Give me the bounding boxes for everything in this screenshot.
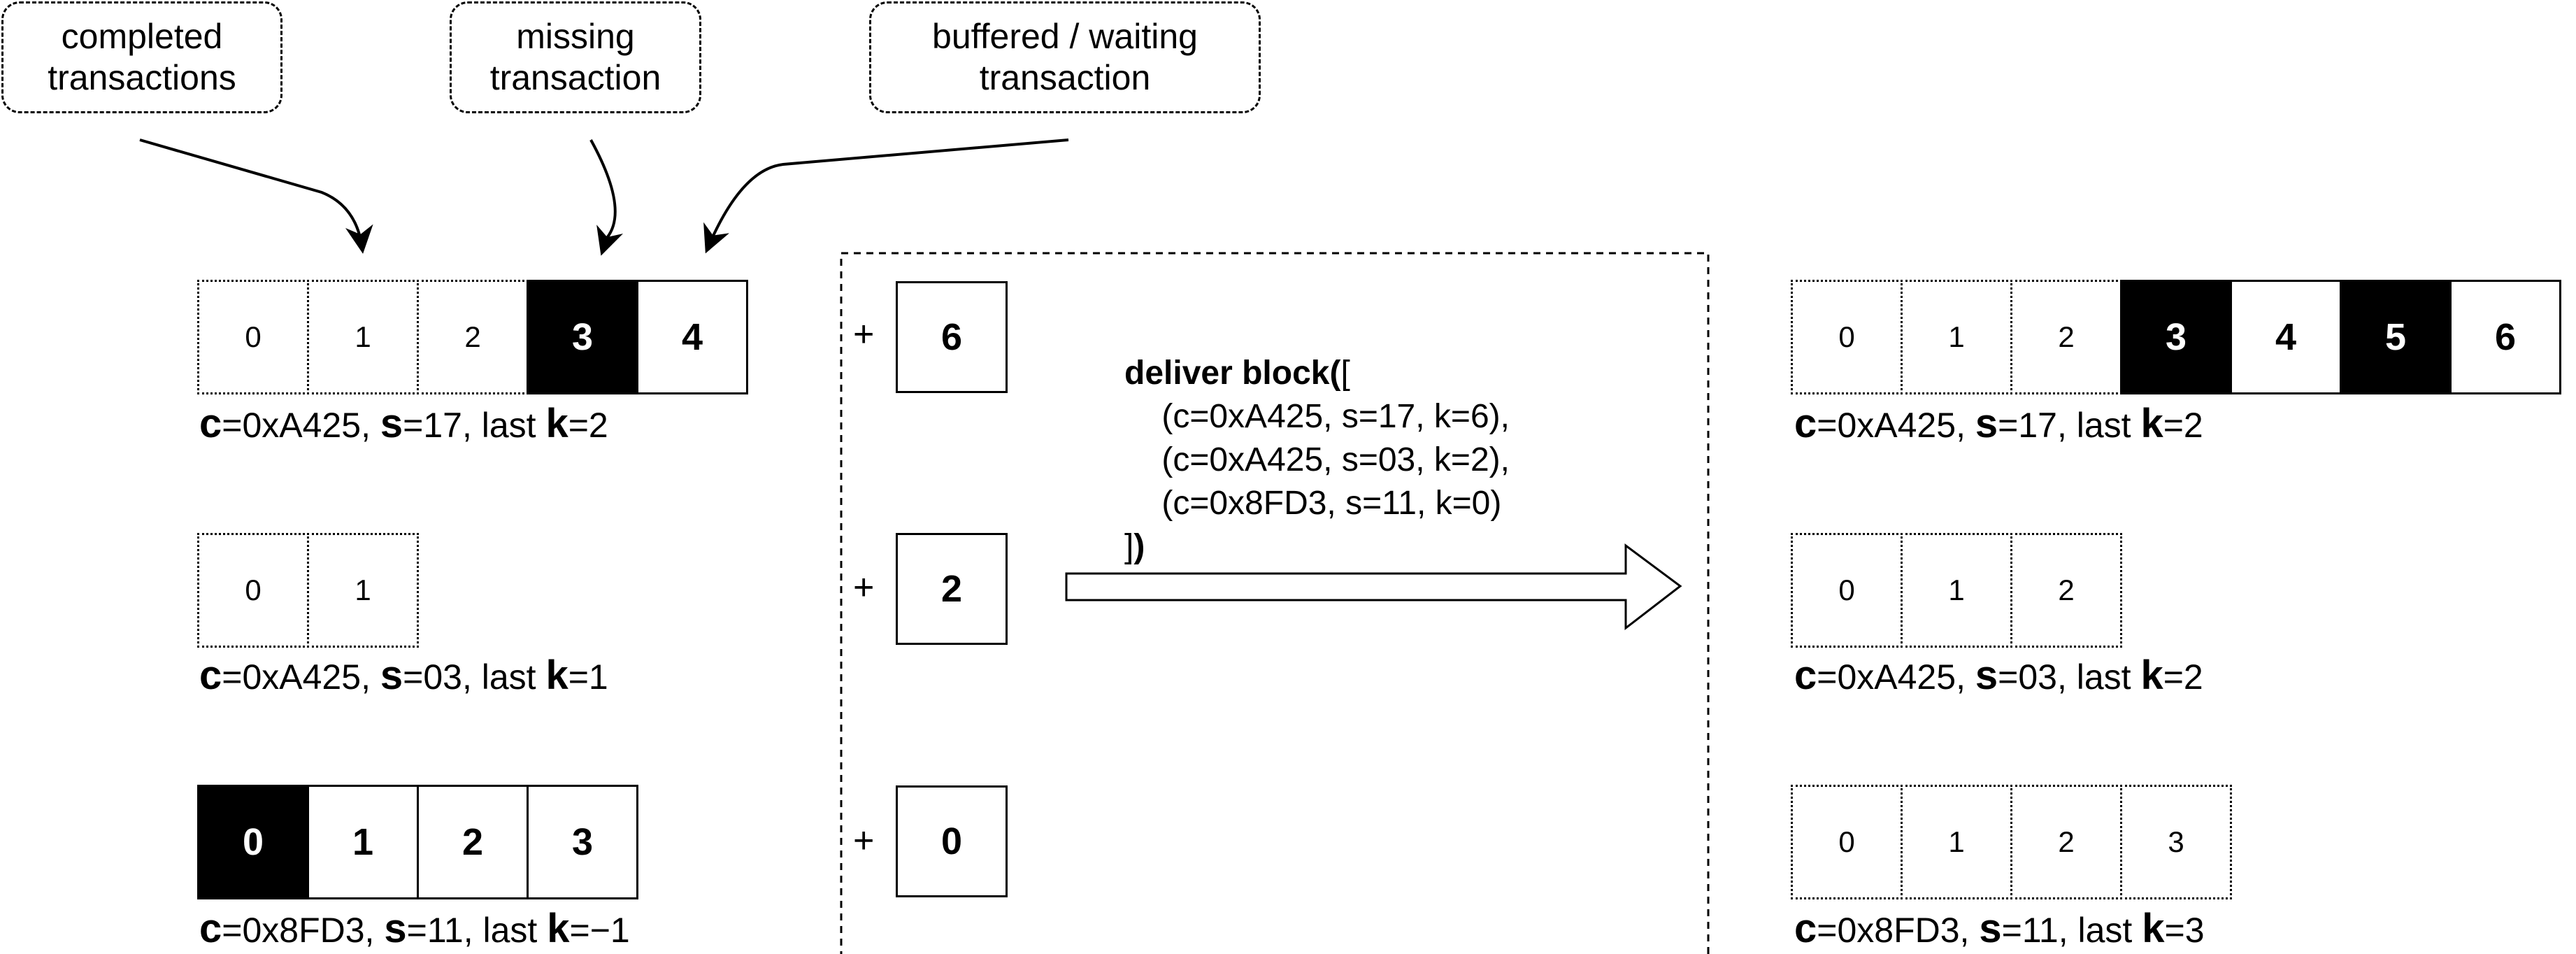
cell: 1 — [1901, 533, 2012, 648]
cell: 2 — [417, 280, 529, 394]
cell: 1 — [307, 280, 419, 394]
cell: 1 — [1901, 785, 2012, 899]
deliver-block-function: deliver block( — [1124, 355, 1341, 392]
deliver-arrow — [1065, 543, 1682, 631]
arrow-completed-to-cell — [139, 138, 373, 254]
callout-completed-transactions: completed transactions — [1, 1, 282, 113]
plus-sign: + — [853, 567, 875, 608]
cell: 1 — [307, 533, 419, 648]
incoming-transaction-box: 0 — [896, 785, 1008, 897]
cell: 0 — [1791, 785, 1903, 899]
arrow-buffered-to-cell — [703, 138, 1069, 254]
before-row-3-label: c=0x8FD3, s=11, last k=−1 — [199, 906, 630, 951]
cell: 1 — [1901, 280, 2012, 394]
before-row-1: 0 1 2 3 4 — [197, 280, 748, 394]
before-row-1-label: c=0xA425, s=17, last k=2 — [199, 401, 608, 446]
before-row-3: 0 1 2 3 — [197, 785, 638, 899]
cell: 3 — [2120, 785, 2232, 899]
cell: 2 — [2010, 533, 2122, 648]
deliver-entry: (c=0xA425, s=03, k=2), — [1161, 441, 1510, 478]
incoming-transaction-box: 6 — [896, 281, 1008, 393]
cell: 3 — [527, 785, 638, 899]
cell: 1 — [307, 785, 419, 899]
after-row-2: 0 1 2 — [1791, 533, 2122, 648]
deliver-block-call: deliver block([ (c=0xA425, s=17, k=6), (… — [1124, 355, 1510, 565]
arrow-missing-to-cell — [589, 139, 624, 256]
cell: 3 — [527, 280, 638, 394]
plus-sign: + — [853, 820, 875, 861]
cell: 3 — [2120, 280, 2232, 394]
callout-missing-transaction: missing transaction — [450, 1, 701, 113]
before-row-2-label: c=0xA425, s=03, last k=1 — [199, 653, 608, 698]
cell: 0 — [197, 785, 309, 899]
incoming-transaction-box: 2 — [896, 533, 1008, 645]
cell: 0 — [1791, 533, 1903, 648]
after-row-1: 0 1 2 3 4 5 6 — [1791, 280, 2561, 394]
plus-sign: + — [853, 314, 875, 355]
cell: 4 — [636, 280, 748, 394]
after-row-3-label: c=0x8FD3, s=11, last k=3 — [1794, 906, 2205, 951]
cell: 2 — [2010, 785, 2122, 899]
cell: 2 — [2010, 280, 2122, 394]
deliver-entry: (c=0x8FD3, s=11, k=0) — [1161, 485, 1502, 522]
deliver-entry: (c=0xA425, s=17, k=6), — [1161, 398, 1510, 435]
after-row-2-label: c=0xA425, s=03, last k=2 — [1794, 653, 2203, 698]
cell: 6 — [2449, 280, 2561, 394]
cell: 2 — [417, 785, 529, 899]
cell: 0 — [197, 533, 309, 648]
callout-buffered-transaction: buffered / waiting transaction — [869, 1, 1261, 113]
cell: 0 — [197, 280, 309, 394]
after-row-3: 0 1 2 3 — [1791, 785, 2232, 899]
cell: 4 — [2230, 280, 2342, 394]
incoming-batch-frame — [840, 252, 1710, 954]
cell: 5 — [2340, 280, 2452, 394]
cell: 0 — [1791, 280, 1903, 394]
after-row-1-label: c=0xA425, s=17, last k=2 — [1794, 401, 2203, 446]
before-row-2: 0 1 — [197, 533, 419, 648]
